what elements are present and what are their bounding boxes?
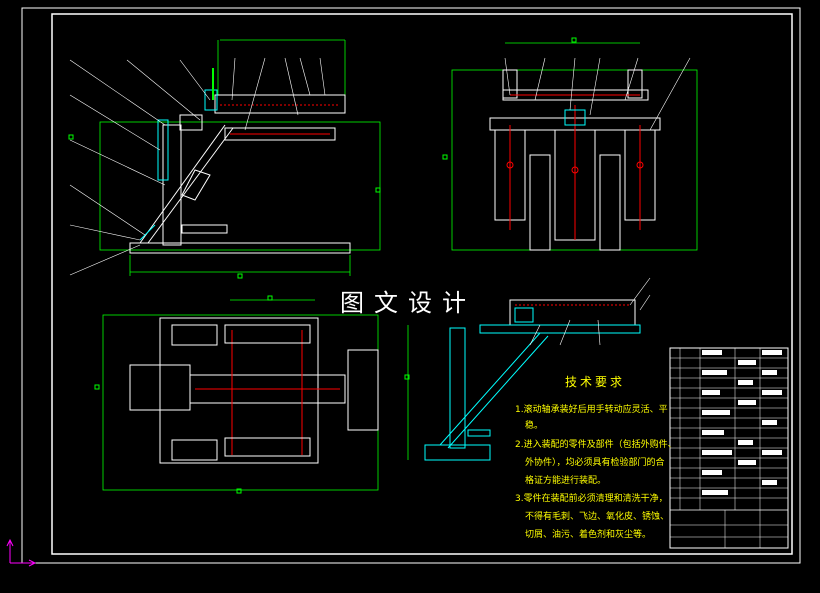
ucs-axis-icon <box>6 538 37 567</box>
detail-view <box>404 277 651 461</box>
tech-line: 3.零件在装配前必须清理和清洗干净， <box>515 494 668 504</box>
front-view <box>442 37 698 251</box>
tech-line: 稳。 <box>525 421 544 431</box>
tech-requirements-heading: 技术要求 <box>565 375 626 389</box>
side-view <box>68 39 381 279</box>
drawing-title: 图文设计 <box>340 289 476 317</box>
tech-line: 1.滚动轴承装好后用手转动应灵活、平 <box>515 405 668 415</box>
tech-line: 外协件），均必须具有检验部门的合 <box>525 458 665 468</box>
outer-frame <box>21 7 801 564</box>
inner-frame <box>51 13 793 555</box>
tech-line: 格证方能进行装配。 <box>525 476 607 486</box>
top-view <box>94 295 379 494</box>
title-block <box>669 347 789 549</box>
tech-line: 切屑、油污、着色剂和灰尘等。 <box>525 530 652 540</box>
tech-line: 不得有毛刺、飞边、氧化皮、锈蚀、 <box>525 512 670 522</box>
tech-line: 2.进入装配的零件及部件（包括外购件、 <box>515 440 677 450</box>
